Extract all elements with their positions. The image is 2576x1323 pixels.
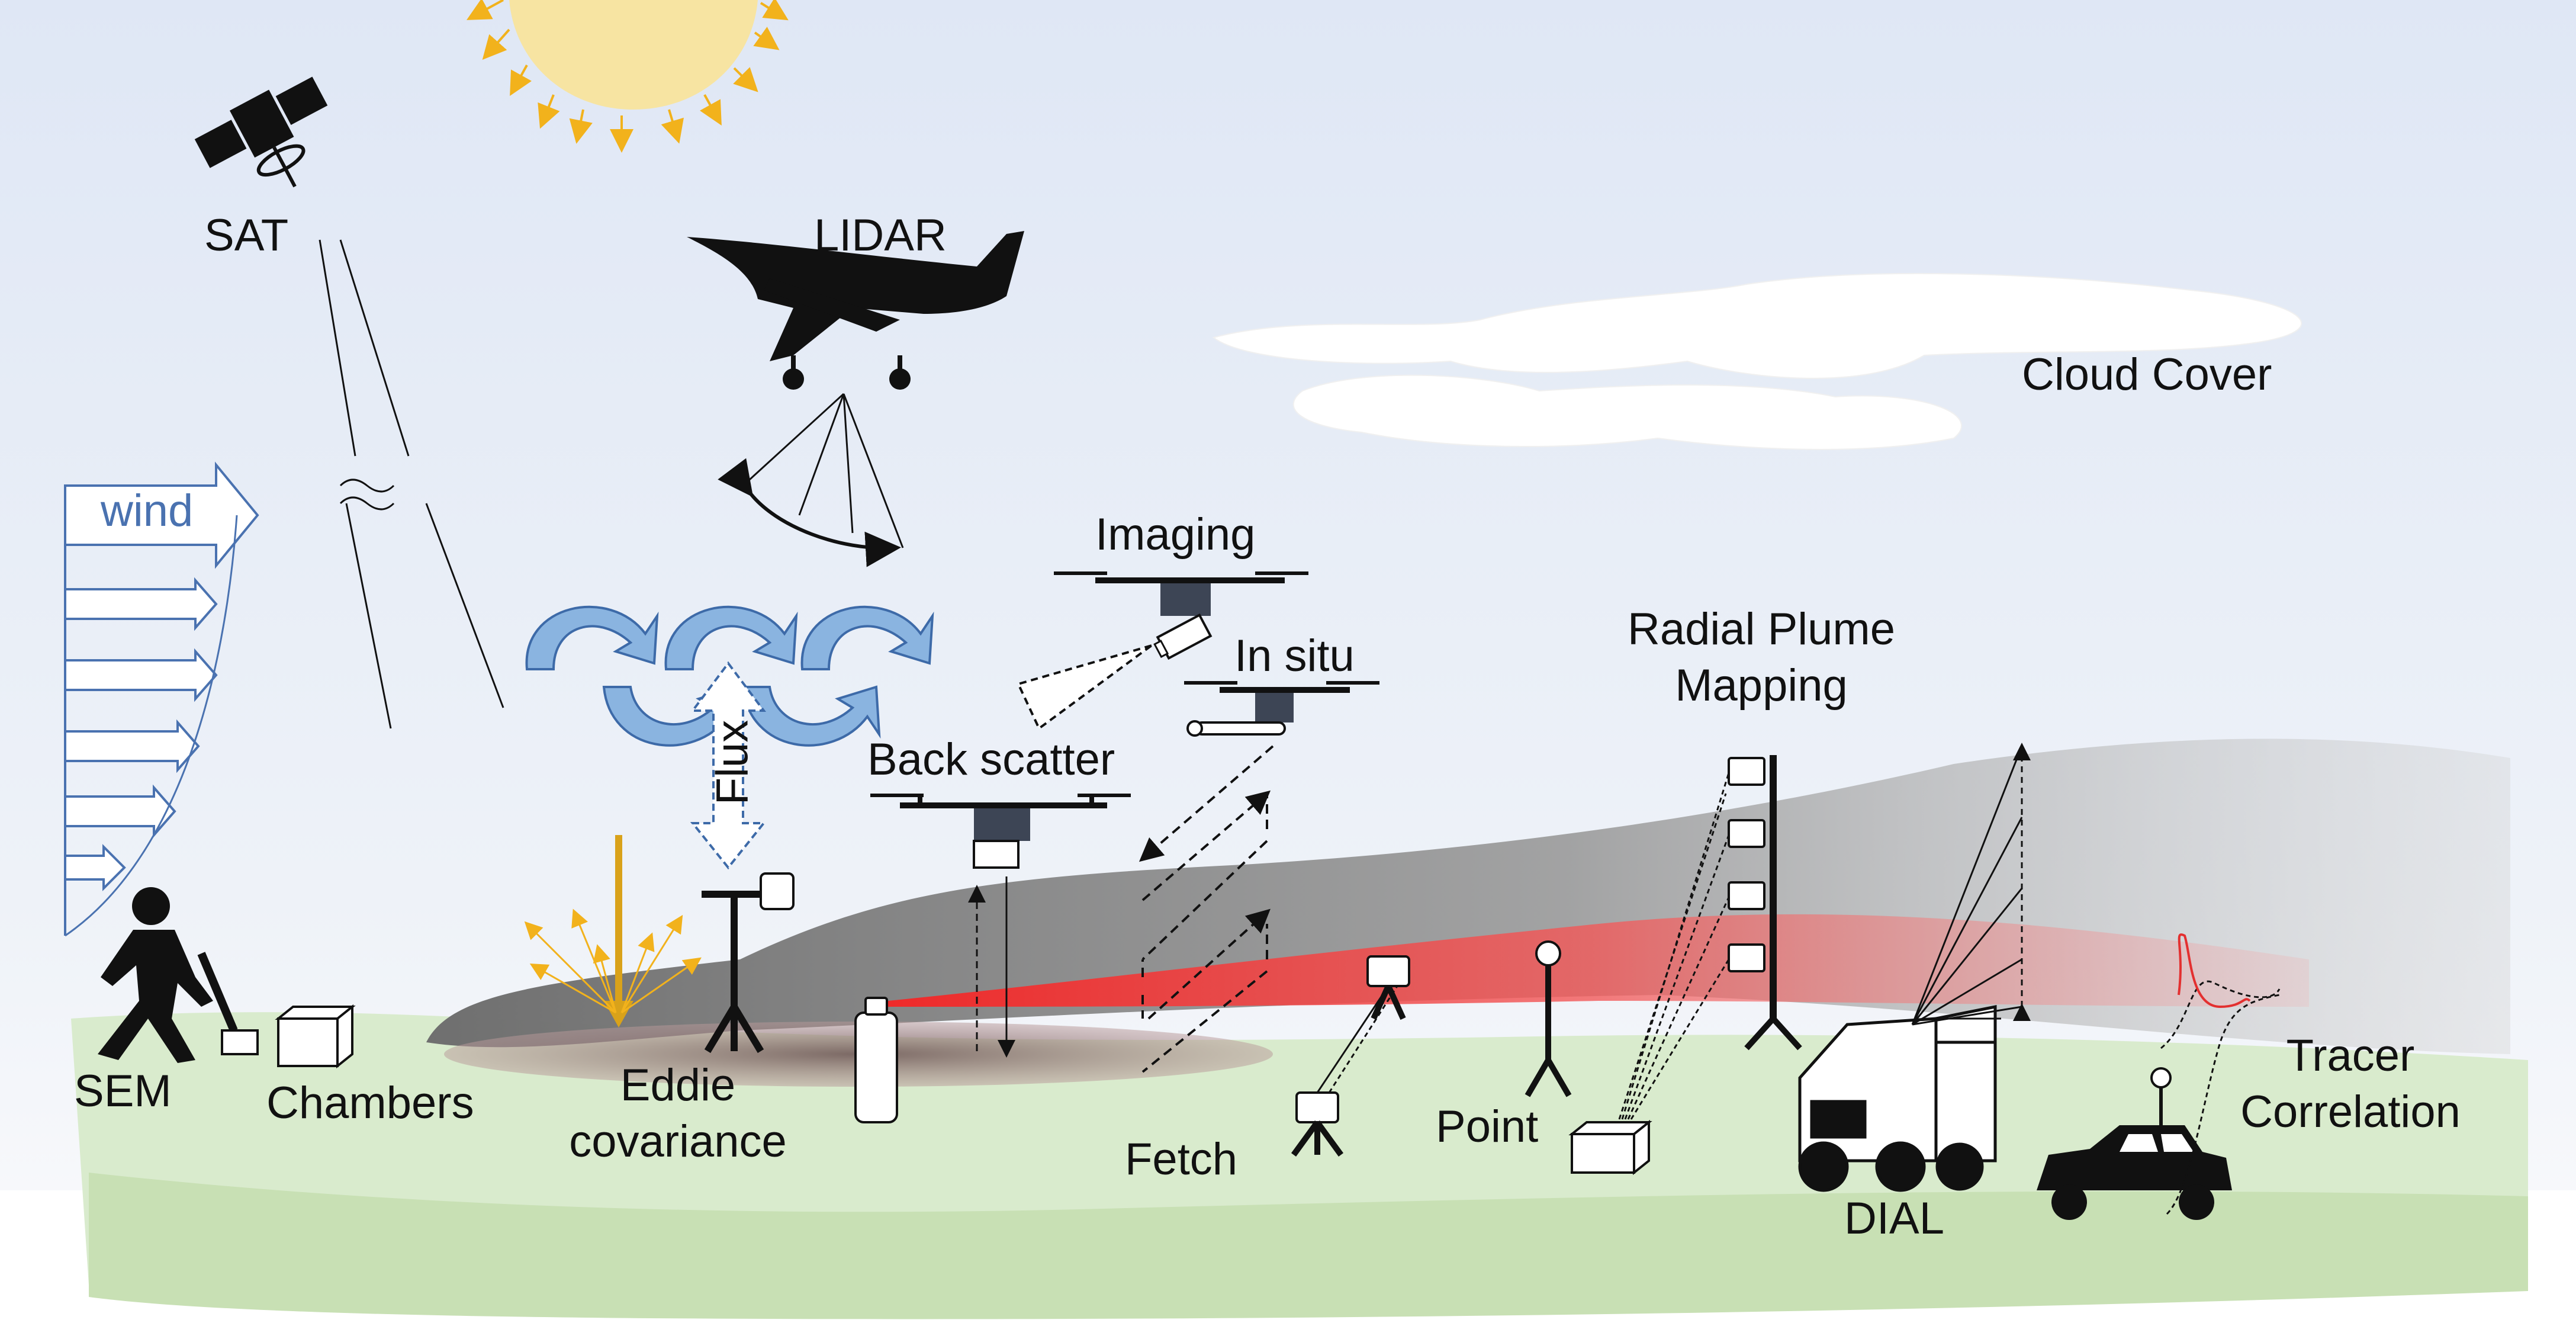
label-sat: SAT	[204, 210, 289, 261]
backscatter-beams	[968, 876, 1015, 1058]
cloud-cover	[1212, 272, 2302, 450]
label-tracer-line1: Tracer	[2286, 1030, 2415, 1081]
label-sem: SEM	[74, 1066, 172, 1116]
ground-front	[89, 1173, 2528, 1319]
eddy-sensor-box	[760, 872, 795, 910]
insitu-flight-path	[1139, 745, 1274, 1073]
flux-arrow	[690, 661, 767, 870]
dial-beams	[1911, 743, 2031, 1026]
label-in-situ: In situ	[1234, 631, 1355, 681]
label-tracer-line2: Correlation	[2240, 1087, 2461, 1137]
drone-imaging-icon	[1017, 571, 1308, 731]
sem-sensor-box	[221, 1029, 259, 1055]
tracer-signals	[2160, 933, 2281, 1215]
eddy-arrows	[525, 605, 934, 747]
radial-plume-beams	[1618, 772, 1730, 1120]
tracer-car-icon	[2037, 1067, 2232, 1220]
radial-plume-retroreflector	[1568, 1119, 1652, 1176]
label-back-scatter: Back scatter	[867, 734, 1115, 785]
eddy-covariance-tower	[702, 891, 767, 1054]
label-lidar: LIDAR	[814, 210, 947, 261]
fetch-sensor-upper	[1366, 955, 1410, 1020]
label-cloud-cover: Cloud Cover	[2022, 349, 2272, 400]
fetch-beams	[1316, 985, 1398, 1093]
label-radial-plume-mapping: Radial Plume Mapping	[1613, 601, 1909, 714]
wind-profile	[64, 461, 259, 937]
gas-cylinder-icon	[854, 997, 898, 1123]
satellite-beam	[319, 239, 504, 729]
label-radial-plume-line2: Mapping	[1675, 660, 1848, 711]
sem-person-icon	[98, 887, 238, 1063]
label-dial: DIAL	[1844, 1193, 1944, 1244]
airplane-icon	[687, 231, 1024, 390]
lidar-beam	[718, 393, 904, 567]
label-fetch: Fetch	[1125, 1134, 1238, 1184]
label-tracer-correlation: Tracer Correlation	[2214, 1027, 2487, 1140]
chamber-box	[275, 1004, 356, 1069]
label-point: Point	[1436, 1102, 1539, 1152]
drone-backscatter-icon	[870, 794, 1131, 869]
dial-truck-icon	[1798, 1004, 2001, 1192]
methane-plume	[888, 914, 2309, 1007]
radial-plume-mast	[1728, 755, 1802, 1051]
fetch-sensor-lower	[1291, 1091, 1344, 1157]
reflected-rays	[524, 908, 702, 1014]
label-eddie-line2: covariance	[569, 1116, 787, 1167]
sun	[466, 0, 789, 153]
label-imaging: Imaging	[1095, 509, 1256, 560]
satellite-icon	[194, 76, 328, 188]
drone-insitu-icon	[1184, 681, 1379, 737]
label-eddie-line1: Eddie	[620, 1060, 736, 1110]
label-wind: wind	[101, 486, 194, 536]
label-radial-plume-line1: Radial Plume	[1628, 604, 1895, 654]
label-flux: Flux	[707, 720, 758, 805]
point-sensor	[1525, 940, 1572, 1097]
label-chambers: Chambers	[266, 1078, 474, 1128]
label-eddie-covariance: Eddie covariance	[533, 1057, 823, 1170]
